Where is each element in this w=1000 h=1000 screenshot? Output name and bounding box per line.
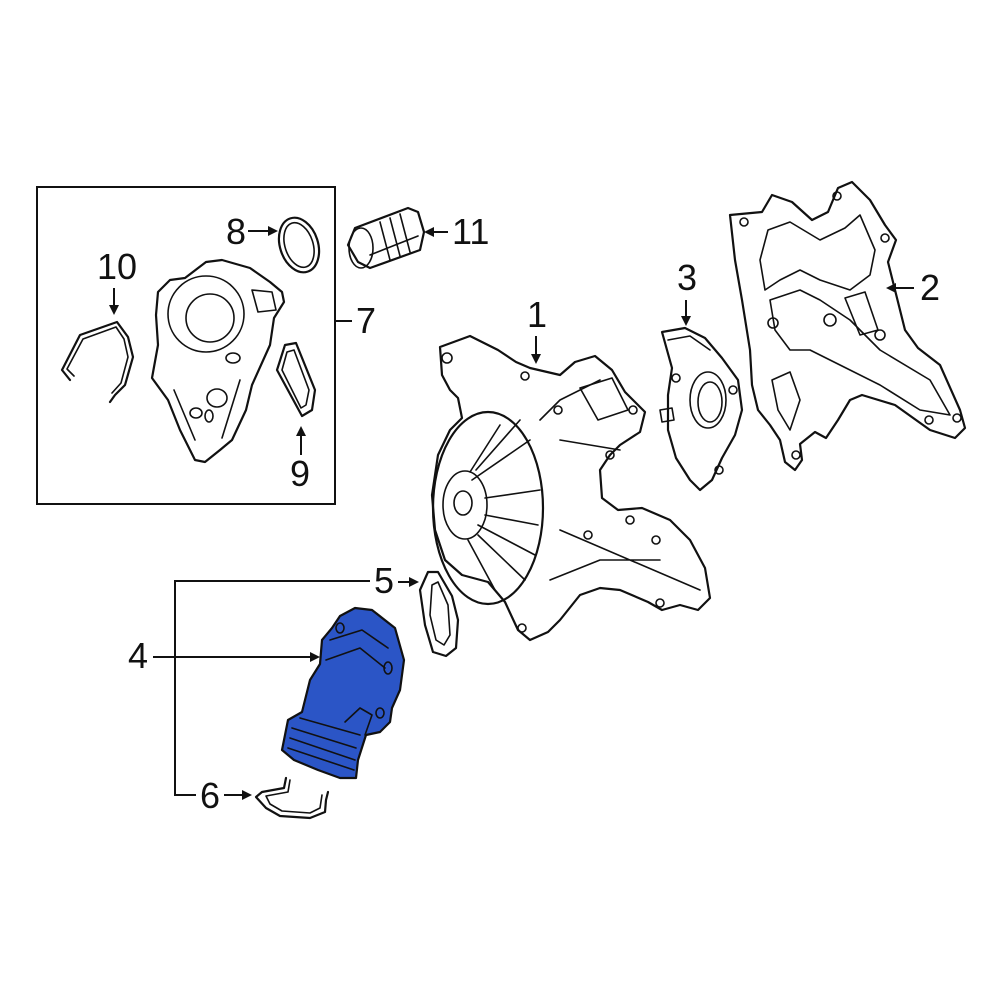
svg-text:11: 11 xyxy=(452,211,489,252)
callout-9[interactable]: 9 xyxy=(290,426,310,494)
callout-8[interactable]: 8 xyxy=(226,211,278,252)
callout-1[interactable]: 1 xyxy=(527,294,547,364)
svg-text:5: 5 xyxy=(374,560,394,601)
part-1-water-pump-housing[interactable] xyxy=(430,334,712,642)
part-7-thermostat-housing[interactable] xyxy=(150,258,286,464)
callout-3[interactable]: 3 xyxy=(677,257,697,326)
callout-6[interactable]: 6 xyxy=(200,775,252,816)
part-3-cover-plate[interactable] xyxy=(659,326,744,492)
part-4-inlet-housing-highlighted[interactable] xyxy=(280,606,406,780)
callout-4[interactable]: 4 xyxy=(128,635,320,676)
callout-11[interactable]: 11 xyxy=(424,211,489,252)
callout-10[interactable]: 10 xyxy=(97,246,137,315)
part-5-inlet-gasket[interactable] xyxy=(418,570,460,658)
svg-text:6: 6 xyxy=(200,775,220,816)
part-10-wire-clip[interactable] xyxy=(60,320,135,404)
part-9-gasket[interactable] xyxy=(275,341,317,418)
callout-5[interactable]: 5 xyxy=(374,560,419,601)
callout-7[interactable]: 7 xyxy=(356,300,376,341)
part-2-housing-gasket[interactable] xyxy=(728,180,967,472)
part-6-retaining-clip[interactable] xyxy=(254,776,330,820)
callout-bracket xyxy=(174,580,370,796)
svg-text:3: 3 xyxy=(677,257,697,298)
svg-text:4: 4 xyxy=(128,635,148,676)
assembly-7-group-box xyxy=(36,186,352,505)
svg-text:9: 9 xyxy=(290,453,310,494)
svg-text:1: 1 xyxy=(527,294,547,335)
part-8-o-ring[interactable] xyxy=(272,212,325,277)
svg-text:2: 2 xyxy=(920,267,940,308)
svg-text:7: 7 xyxy=(356,300,376,341)
callout-2[interactable]: 2 xyxy=(886,267,940,308)
svg-text:10: 10 xyxy=(97,246,137,287)
svg-text:8: 8 xyxy=(226,211,246,252)
part-11-connector-pipe[interactable] xyxy=(346,206,426,270)
